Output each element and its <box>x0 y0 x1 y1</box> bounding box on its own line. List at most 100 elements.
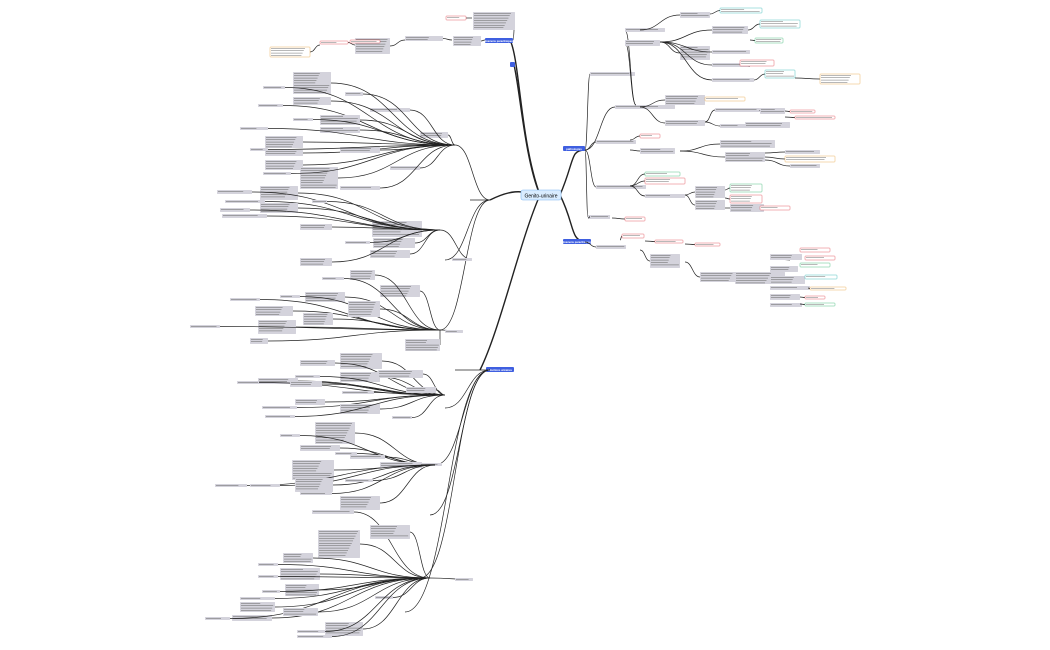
topic-node[interactable] <box>292 460 334 480</box>
topic-node[interactable] <box>297 630 325 633</box>
topic-node[interactable] <box>340 404 380 414</box>
topic-node[interactable] <box>799 247 831 253</box>
topic-node[interactable] <box>704 96 746 102</box>
topic-node[interactable] <box>345 92 363 96</box>
topic-node[interactable] <box>340 353 382 369</box>
topic-node[interactable] <box>770 294 800 300</box>
topic-node[interactable] <box>293 118 313 121</box>
topic-node[interactable] <box>295 375 320 378</box>
topic-node[interactable] <box>240 597 275 600</box>
topic-node[interactable] <box>237 381 259 384</box>
topic-node[interactable] <box>759 19 801 29</box>
topic-node[interactable] <box>445 330 463 333</box>
topic-node[interactable] <box>240 602 275 612</box>
topic-node[interactable] <box>370 108 410 112</box>
topic-node[interactable] <box>590 215 610 219</box>
topic-node[interactable] <box>650 254 680 268</box>
branch-examens-right[interactable]: Examens paracliniques <box>563 239 592 244</box>
topic-node[interactable] <box>319 40 349 45</box>
topic-node[interactable] <box>335 452 357 455</box>
topic-node[interactable] <box>305 292 345 302</box>
topic-node[interactable] <box>712 26 748 34</box>
topic-node[interactable] <box>258 104 283 107</box>
topic-node[interactable] <box>220 208 250 212</box>
topic-node[interactable] <box>320 127 360 133</box>
topic-node[interactable] <box>378 370 423 378</box>
topic-node[interactable] <box>350 455 385 459</box>
topic-node[interactable] <box>799 262 831 268</box>
topic-node[interactable] <box>262 406 297 409</box>
topic-node[interactable] <box>340 147 380 153</box>
topic-node[interactable] <box>770 266 798 272</box>
topic-node[interactable] <box>350 270 375 280</box>
topic-node[interactable] <box>715 108 760 112</box>
topic-node[interactable] <box>615 105 675 109</box>
topic-node[interactable] <box>760 108 785 114</box>
topic-node[interactable] <box>453 36 481 46</box>
topic-node[interactable] <box>745 122 790 128</box>
topic-node[interactable] <box>190 325 220 328</box>
topic-node[interactable] <box>640 148 675 154</box>
topic-node[interactable] <box>373 238 415 248</box>
topic-node[interactable] <box>784 155 836 163</box>
topic-node[interactable] <box>809 286 847 291</box>
topic-node[interactable] <box>680 46 710 60</box>
topic-node[interactable] <box>804 295 826 300</box>
topic-node[interactable] <box>300 360 335 366</box>
topic-node[interactable] <box>295 478 333 492</box>
topic-node[interactable] <box>255 306 293 316</box>
topic-node[interactable] <box>804 274 838 280</box>
topic-node[interactable] <box>804 302 836 307</box>
topic-node[interactable] <box>300 167 338 189</box>
topic-node[interactable] <box>263 86 285 89</box>
topic-node[interactable] <box>770 254 802 260</box>
topic-node[interactable] <box>596 185 646 189</box>
topic-node[interactable] <box>729 183 763 193</box>
topic-node[interactable] <box>625 28 665 32</box>
topic-node[interactable] <box>315 422 355 444</box>
topic-node[interactable] <box>639 133 661 139</box>
topic-node[interactable] <box>754 37 784 44</box>
root-node[interactable]: Genito-urinaire <box>520 189 562 201</box>
topic-node[interactable] <box>770 276 805 284</box>
topic-node[interactable] <box>720 124 750 128</box>
topic-node[interactable] <box>445 15 467 21</box>
topic-node[interactable] <box>269 46 311 58</box>
topic-node[interactable] <box>789 109 816 114</box>
topic-node[interactable] <box>695 200 725 210</box>
topic-node[interactable] <box>295 399 325 405</box>
topic-node[interactable] <box>349 39 381 44</box>
topic-node[interactable] <box>392 416 412 419</box>
topic-node[interactable] <box>215 484 247 487</box>
topic-node[interactable] <box>318 530 360 558</box>
topic-node[interactable] <box>473 12 515 30</box>
topic-node[interactable] <box>290 381 322 387</box>
branch-small-marker[interactable] <box>510 62 515 67</box>
topic-node[interactable] <box>340 186 380 190</box>
topic-node[interactable] <box>665 120 705 126</box>
topic-node[interactable] <box>624 216 646 222</box>
topic-node[interactable] <box>250 338 268 344</box>
topic-node[interactable] <box>258 575 278 578</box>
topic-node[interactable] <box>590 72 635 76</box>
topic-node[interactable] <box>297 635 332 638</box>
topic-node[interactable] <box>265 136 303 148</box>
topic-node[interactable] <box>406 387 436 393</box>
topic-node[interactable] <box>293 72 331 94</box>
topic-node[interactable] <box>370 525 410 539</box>
topic-node[interactable] <box>345 479 373 482</box>
topic-node[interactable] <box>340 496 380 510</box>
topic-node[interactable] <box>300 445 340 451</box>
topic-node[interactable] <box>680 12 710 18</box>
topic-node[interactable] <box>712 78 754 82</box>
topic-node[interactable] <box>312 510 354 514</box>
topic-node[interactable] <box>455 578 473 581</box>
topic-node[interactable] <box>770 303 802 307</box>
topic-node[interactable] <box>764 69 796 79</box>
topic-node[interactable] <box>300 224 332 230</box>
topic-node[interactable] <box>712 50 750 54</box>
topic-node[interactable] <box>759 205 791 211</box>
topic-node[interactable] <box>240 127 268 130</box>
topic-node[interactable] <box>700 272 742 282</box>
topic-node[interactable] <box>405 36 443 41</box>
